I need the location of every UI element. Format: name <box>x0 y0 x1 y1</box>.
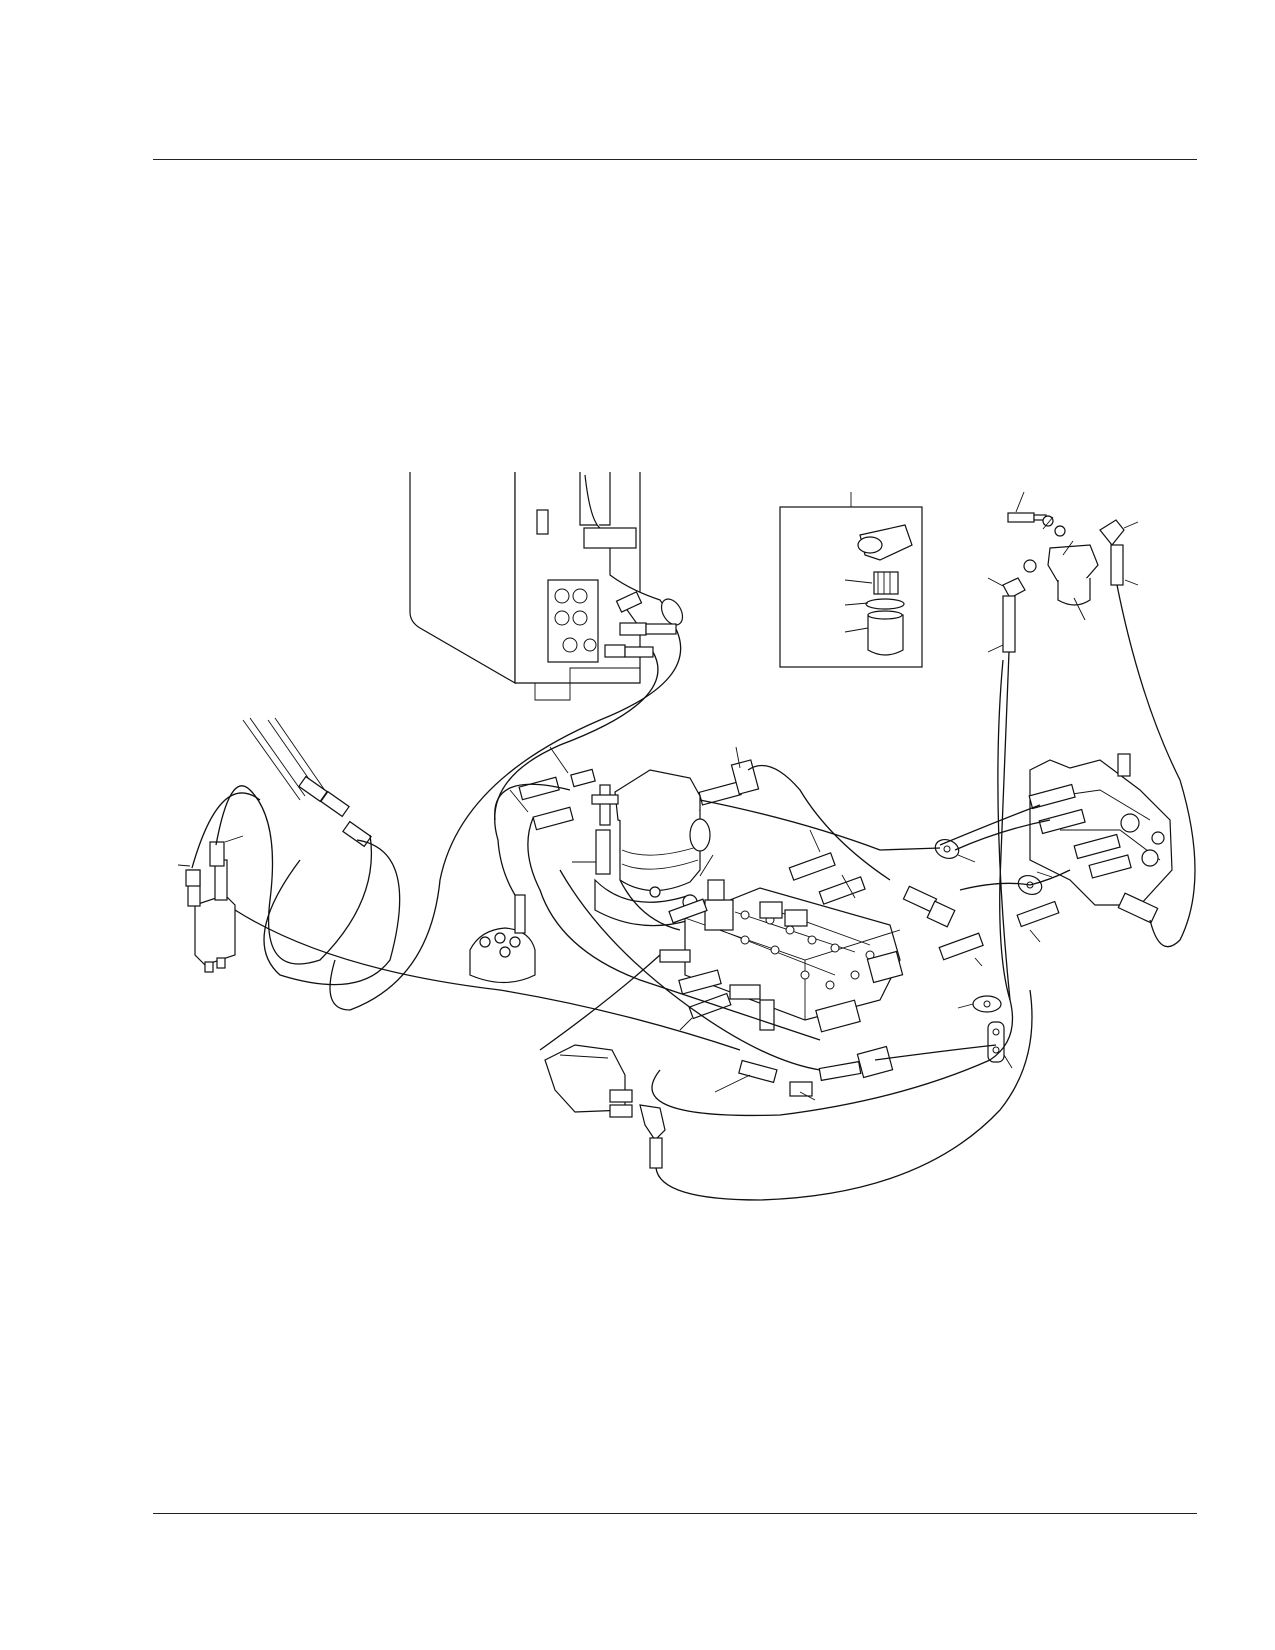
accumulator-block <box>177 835 244 973</box>
swing-motor-valve <box>1028 753 1173 924</box>
pressure-switch <box>469 894 536 984</box>
return-filter-assembly <box>987 491 1139 653</box>
bottom-rule <box>153 1513 1197 1514</box>
top-rule <box>153 159 1197 160</box>
pilot-valve-left <box>242 717 372 848</box>
main-pump <box>572 769 711 927</box>
tank-fittings <box>604 591 677 658</box>
control-valve-bank <box>659 879 904 1033</box>
hydraulic-tank <box>409 472 684 701</box>
filter-detail-inset <box>779 492 923 668</box>
valve-hose-fittings <box>699 829 1060 967</box>
hose-routings <box>191 584 1196 1201</box>
travel-joint <box>679 1017 894 1101</box>
solenoid-valve <box>544 1044 666 1169</box>
